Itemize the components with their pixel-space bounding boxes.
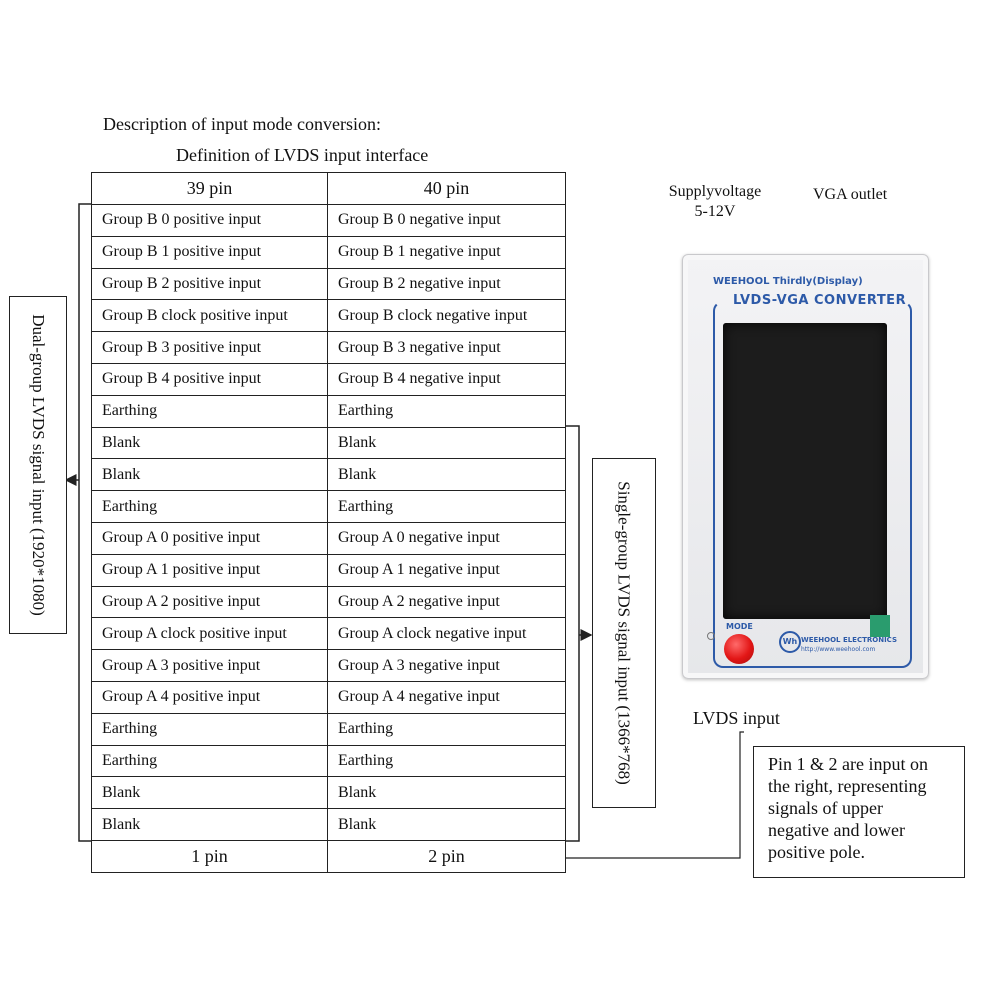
mode-label: MODE bbox=[726, 622, 753, 631]
pin-cell-left: Blank bbox=[91, 776, 328, 810]
pin-cell-right: Group B 0 negative input bbox=[327, 204, 566, 237]
pin-cell-right: 2 pin bbox=[327, 839, 566, 873]
maker-logo-icon: Wh bbox=[779, 631, 801, 653]
dual-group-label: Dual-group LVDS signal input (1920*1080) bbox=[29, 314, 49, 616]
pin-cell-left: Earthing bbox=[91, 712, 328, 746]
supply-voltage-label: Supplyvoltage 5-12V bbox=[655, 182, 775, 222]
pin-cell-right: 40 pin bbox=[327, 172, 566, 205]
pin-cell-right: Group A 4 negative input bbox=[327, 680, 566, 714]
note-line: Pin 1 & 2 are input on bbox=[768, 754, 928, 774]
single-group-bracket bbox=[565, 425, 580, 842]
pin-cell-left: Group B clock positive input bbox=[91, 299, 328, 333]
pin-cell-right: Blank bbox=[327, 808, 566, 841]
mode-button[interactable] bbox=[724, 634, 754, 664]
device-screen bbox=[723, 323, 887, 619]
converter-device-photo: WEEHOOL Thirdly(Display) LVDS-VGA CONVER… bbox=[682, 254, 929, 679]
pin-cell-left: Group A 1 positive input bbox=[91, 553, 328, 587]
pin-cell-left: Group B 1 positive input bbox=[91, 235, 328, 269]
supply-voltage-line2: 5-12V bbox=[694, 203, 736, 220]
pin-cell-right: Earthing bbox=[327, 394, 566, 428]
maker-name: WEEHOOL ELECTRONICS bbox=[801, 636, 897, 644]
device-brand: WEEHOOL Thirdly(Display) bbox=[713, 276, 863, 287]
device-frame bbox=[713, 301, 912, 668]
pin-cell-left: Group A clock positive input bbox=[91, 617, 328, 651]
single-group-label-box: Single-group LVDS signal input (1366*768… bbox=[592, 458, 656, 808]
pin-cell-right: Group B clock negative input bbox=[327, 299, 566, 333]
vga-outlet-label: VGA outlet bbox=[813, 186, 888, 203]
pin-cell-right: Group B 1 negative input bbox=[327, 235, 566, 269]
pin-cell-right: Group A 2 negative input bbox=[327, 585, 566, 619]
note-line: signals of upper bbox=[768, 798, 883, 818]
pin-cell-left: Group A 0 positive input bbox=[91, 521, 328, 555]
device-model: LVDS-VGA CONVERTER bbox=[733, 293, 907, 308]
pin-cell-left: Group B 2 positive input bbox=[91, 267, 328, 301]
pin-cell-right: Earthing bbox=[327, 744, 566, 778]
pin-cell-right: Group B 4 negative input bbox=[327, 362, 566, 396]
pin-cell-left: 1 pin bbox=[91, 839, 328, 873]
led-indicator-icon bbox=[707, 632, 715, 640]
pin-cell-left: Blank bbox=[91, 808, 328, 841]
note-line: positive pole. bbox=[768, 842, 865, 862]
pin-cell-right: Blank bbox=[327, 458, 566, 492]
pin-cell-left: Group A 2 positive input bbox=[91, 585, 328, 619]
dual-group-label-box: Dual-group LVDS signal input (1920*1080) bbox=[9, 296, 67, 634]
pin-cell-left: Group B 0 positive input bbox=[91, 204, 328, 237]
dual-group-bracket bbox=[78, 203, 91, 842]
pin-cell-right: Group A clock negative input bbox=[327, 617, 566, 651]
device-connector-pad bbox=[870, 615, 890, 637]
pin-cell-right: Earthing bbox=[327, 490, 566, 523]
lvds-input-label: LVDS input bbox=[693, 708, 780, 728]
page-title: Description of input mode conversion: bbox=[103, 114, 381, 134]
pin-cell-left: Group A 4 positive input bbox=[91, 680, 328, 714]
note-line: negative and lower bbox=[768, 820, 905, 840]
note-line: the right, representing bbox=[768, 776, 927, 796]
supply-voltage-line1: Supplyvoltage bbox=[668, 183, 762, 200]
single-group-label: Single-group LVDS signal input (1366*768… bbox=[615, 481, 635, 785]
pin-cell-left: Group B 4 positive input bbox=[91, 362, 328, 396]
pin-cell-left: Earthing bbox=[91, 490, 328, 523]
pin-cell-left: 39 pin bbox=[91, 172, 328, 205]
pin-cell-right: Blank bbox=[327, 776, 566, 810]
pin-cell-right: Group B 2 negative input bbox=[327, 267, 566, 301]
pin-cell-left: Earthing bbox=[91, 744, 328, 778]
maker-url: http://www.weehool.com bbox=[801, 646, 876, 653]
table-title: Definition of LVDS input interface bbox=[176, 145, 429, 165]
note-box: Pin 1 & 2 are input on the right, repres… bbox=[753, 746, 965, 878]
note-connector bbox=[565, 731, 744, 859]
pin-cell-right: Blank bbox=[327, 426, 566, 460]
